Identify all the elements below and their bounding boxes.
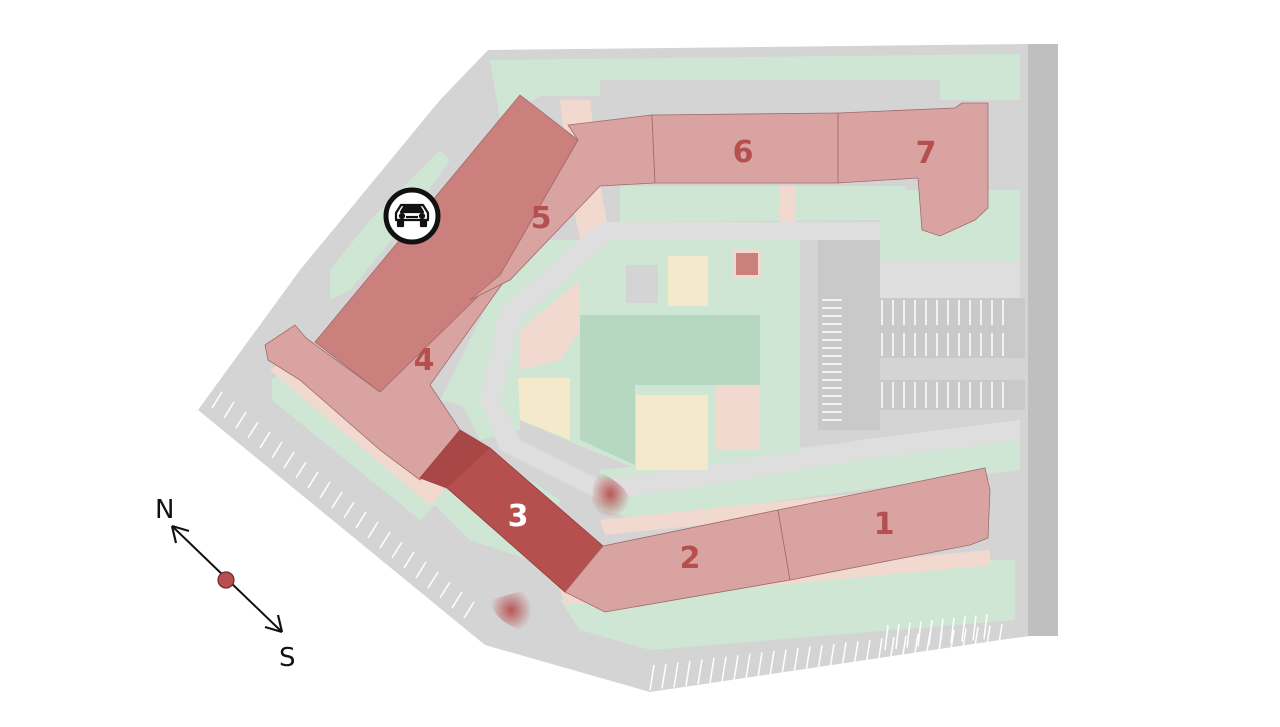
utility-structure — [626, 265, 658, 303]
parking-stall-line — [884, 624, 889, 651]
compass-south-label: S — [279, 643, 296, 673]
parking-stall-line — [817, 645, 823, 671]
main-road — [1028, 44, 1058, 636]
section-labels: 1 2 3 4 5 6 7 — [414, 135, 937, 576]
parking-stall-line — [829, 643, 835, 670]
parking-car-icon[interactable] — [383, 187, 441, 245]
sandbox-small — [716, 388, 760, 448]
parking-stall-line — [805, 646, 811, 672]
parking-stall-line — [235, 411, 247, 429]
parking-stall-line — [463, 601, 475, 619]
parking-stall-line — [319, 481, 331, 499]
entrance-view-cone-east — [590, 470, 631, 518]
entrance-view-cone-south — [490, 588, 532, 632]
parking-stall-line — [391, 541, 403, 559]
pavilion-roof — [736, 253, 758, 275]
section-label-5: 5 — [531, 201, 552, 236]
parking-stall-line — [781, 649, 787, 675]
parking-stall-line — [983, 614, 988, 640]
compass-south-arrow-icon — [264, 614, 284, 634]
parking-stall-line — [733, 655, 739, 681]
section-label-1: 1 — [874, 507, 895, 542]
parking-stall-line — [877, 638, 883, 664]
parking-stall-line — [917, 621, 922, 647]
parking-stall-line — [649, 664, 655, 691]
parking-stall-line — [928, 620, 933, 646]
compass-center-dot — [217, 571, 235, 589]
parking-stall-line — [439, 581, 451, 599]
parking-stall-line — [295, 461, 307, 479]
parking-stall-line — [949, 629, 955, 656]
courtyard-roads — [480, 222, 1020, 500]
parking-stall-line — [913, 634, 919, 660]
parking-stall-line — [901, 635, 907, 661]
parking-lines — [211, 391, 1003, 691]
parking-stall-line — [247, 421, 259, 439]
parking-stall-line — [673, 662, 679, 688]
section-label-3: 3 — [508, 499, 529, 534]
parking-stall-line — [403, 551, 415, 569]
parking-stall-line — [721, 656, 727, 682]
parking-stall-line — [745, 653, 751, 679]
parking-stall-line — [427, 571, 439, 589]
compass-north-arrow-icon — [170, 524, 190, 544]
building-section-2[interactable] — [564, 509, 791, 613]
parking-stall-line — [367, 521, 379, 539]
parking-stall-line — [685, 660, 691, 686]
parking-stall-line — [853, 641, 859, 667]
parking-stall-line — [865, 639, 871, 665]
parking-stall-line — [985, 625, 991, 651]
building-section-1[interactable] — [777, 467, 991, 581]
parking-stall-line — [661, 663, 667, 689]
parking-stall-line — [950, 617, 955, 643]
section-label-4: 4 — [414, 343, 435, 378]
parking-stall-line — [972, 615, 977, 641]
parking-stall-line — [271, 441, 283, 459]
parking-stall-line — [211, 391, 223, 409]
compass-north-label: N — [155, 495, 174, 525]
section-label-7: 7 — [916, 136, 937, 171]
parking-stall-line — [769, 650, 775, 677]
section-label-2: 2 — [680, 541, 701, 576]
buildings — [264, 94, 991, 613]
parking-stall-line — [973, 627, 979, 653]
parking-stall-line — [895, 623, 900, 649]
parking-stall-line — [906, 622, 911, 648]
section-label-6: 6 — [733, 135, 754, 170]
parking-stall-line — [379, 531, 391, 549]
parking-stall-line — [709, 657, 715, 684]
parking-stall-line — [841, 642, 847, 668]
parking-lot-east — [818, 240, 1025, 430]
parking-stall-line — [307, 471, 319, 489]
parking-stall-line — [259, 431, 271, 449]
parking-stall-line — [451, 591, 463, 609]
parking-stall-line — [331, 491, 343, 509]
parking-stall-line — [997, 624, 1003, 650]
building-section-4[interactable] — [264, 94, 579, 481]
parking-stall-line — [697, 659, 703, 685]
parking-stall-line — [939, 618, 944, 645]
parking-stall-line — [757, 652, 763, 678]
compass: N S — [155, 495, 296, 673]
parking-stall-line — [889, 636, 895, 663]
parking-stall-line — [223, 401, 235, 419]
parking-stall-line — [961, 616, 966, 642]
sand-areas — [518, 256, 708, 470]
sport-field — [580, 315, 760, 465]
parking-stall-line — [415, 561, 427, 579]
parking-stall-line — [961, 628, 967, 654]
parking-stall-line — [343, 501, 355, 519]
entrance-markers — [490, 470, 631, 632]
parking-stall-line — [793, 648, 799, 674]
parking-stall-line — [283, 451, 295, 469]
parking-stall-line — [355, 511, 367, 529]
building-section-7[interactable] — [837, 102, 989, 237]
